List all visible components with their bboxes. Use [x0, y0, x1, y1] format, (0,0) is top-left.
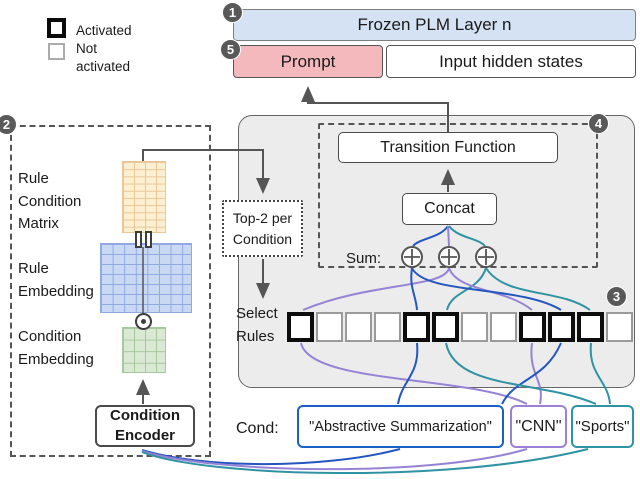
input-hidden-states-box: Input hidden states: [386, 45, 636, 78]
cond-label: Cond:: [236, 420, 279, 437]
step-badge-4: 4: [588, 113, 609, 134]
rule-cell: [403, 312, 430, 342]
elementwise-product-icon: [135, 313, 152, 330]
legend-activated-swatch: [47, 18, 66, 38]
rule-cell: [577, 312, 604, 342]
rule-cell: [345, 312, 372, 342]
condition-sports: "Sports": [571, 405, 634, 448]
rule-embedding-grid: [100, 243, 192, 313]
select-rules-label: Select Rules: [236, 305, 278, 345]
top2-per-condition-box: Top-2 per Condition: [222, 200, 303, 257]
step-badge-2: 2: [0, 114, 17, 135]
condition-embedding-grid: [122, 327, 166, 373]
rule-embedding-label: Rule Embedding: [18, 260, 94, 300]
rule-condition-matrix-label: Rule Condition Matrix: [18, 170, 82, 232]
concat-box: Concat: [402, 193, 497, 225]
rule-cell: [287, 312, 314, 342]
step-badge-3: 3: [606, 286, 627, 307]
rule-condition-matrix-grid: [122, 161, 166, 233]
rule-squares: [287, 312, 633, 342]
condition-encoder-box: Condition Encoder: [95, 405, 195, 447]
prompt-box: Prompt: [233, 45, 383, 78]
condition-abstractive-summarization: "Abstractive Summarization": [297, 405, 504, 448]
legend-activated-label: Activated: [76, 23, 132, 38]
condition-cnn: "CNN": [510, 405, 567, 448]
concat-bars-icon: [145, 231, 152, 248]
transition-function-box: Transition Function: [338, 132, 558, 163]
step-badge-1: 1: [222, 2, 243, 23]
legend-not-activated-swatch: [48, 43, 65, 60]
concat-bars-icon: [135, 231, 142, 248]
rule-cell: [432, 312, 459, 342]
rule-cell: [461, 312, 488, 342]
frozen-plm-layer-box: Frozen PLM Layer n: [233, 9, 636, 41]
condition-embedding-label: Condition Embedding: [18, 328, 94, 368]
step-badge-5: 5: [220, 39, 241, 60]
rule-cell: [606, 312, 633, 342]
legend-not-activated-label: Not activated: [76, 41, 131, 74]
rule-cell: [490, 312, 517, 342]
rule-selection-panel: [10, 125, 211, 457]
rule-cell: [519, 312, 546, 342]
rule-cell: [548, 312, 575, 342]
rule-cell: [316, 312, 343, 342]
sum-label: Sum:: [346, 250, 382, 267]
rule-cell: [374, 312, 401, 342]
